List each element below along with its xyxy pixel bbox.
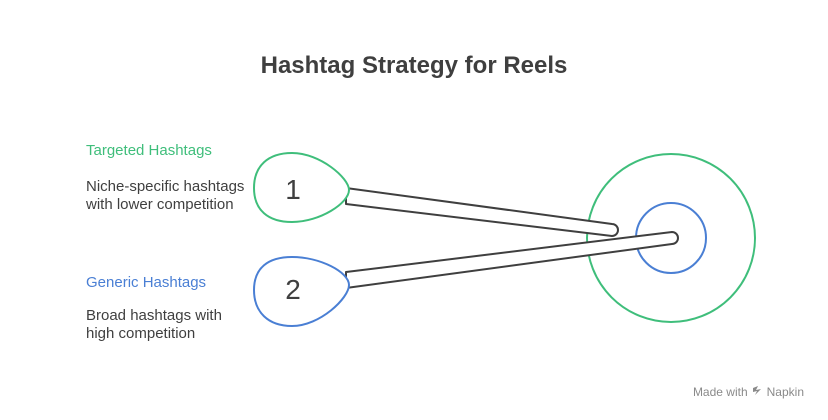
pin-1-stick [345,187,619,237]
pin-1-head [252,151,351,224]
pin-2-head [252,255,351,328]
pin-2-number: 2 [285,274,301,305]
item-1-description: Niche-specific hashtags with lower compe… [86,178,245,213]
page-title: Hashtag Strategy for Reels [260,52,568,79]
item-2-description: Broad hashtags with high competition [86,307,222,342]
napkin-brand-label: Napkin [766,385,804,399]
outer-target-circle [586,153,756,323]
pin-2-stick [345,231,679,289]
napkin-logo-icon [752,385,763,399]
item-1-title: Targeted Hashtags [86,142,212,159]
made-with-label: Made with [692,385,748,399]
pin-1-number: 1 [285,174,301,205]
footer-attribution[interactable]: Made with Napkin [693,385,804,399]
item-2-title: Generic Hashtags [86,274,207,291]
